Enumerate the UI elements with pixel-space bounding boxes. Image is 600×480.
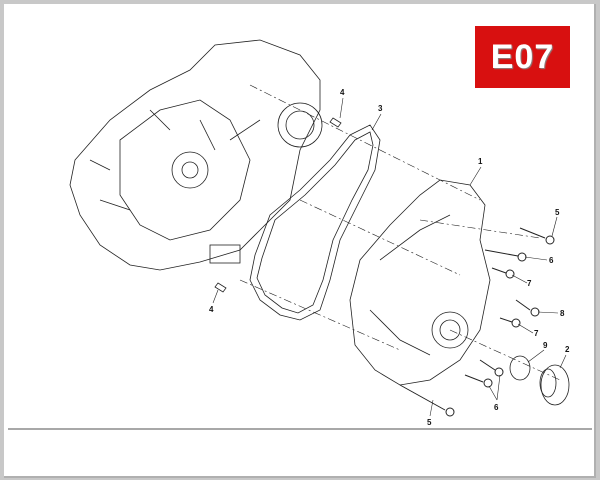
callout-9: 9 — [543, 341, 548, 350]
alignment-lines — [239, 84, 561, 381]
crankcase-drawing — [69, 39, 323, 271]
dowel-pins — [214, 117, 342, 293]
callout-7: 7 — [527, 279, 532, 288]
callout-2: 2 — [565, 345, 570, 354]
gasket-drawing — [249, 124, 381, 321]
callout-3: 3 — [378, 104, 383, 113]
callout-7b: 7 — [534, 329, 539, 338]
o-ring-drawing — [509, 355, 531, 381]
callout-1: 1 — [478, 157, 483, 166]
plug-drawing — [539, 364, 570, 406]
bolts — [399, 227, 555, 417]
callout-6: 6 — [549, 256, 554, 265]
callout-4b: 4 — [209, 305, 214, 314]
cover-drawing — [349, 179, 491, 386]
callout-4: 4 — [340, 88, 345, 97]
callout-5b: 5 — [427, 418, 432, 427]
diagram-code-badge: E07 — [475, 26, 570, 88]
callout-6b: 6 — [494, 403, 499, 412]
callout-8: 8 — [560, 309, 565, 318]
leader-lines — [212, 97, 567, 417]
callout-labels: 4 3 1 5 6 7 8 7 9 2 6 5 4 — [209, 88, 570, 427]
divider-line — [8, 428, 592, 430]
callout-5: 5 — [555, 208, 560, 217]
